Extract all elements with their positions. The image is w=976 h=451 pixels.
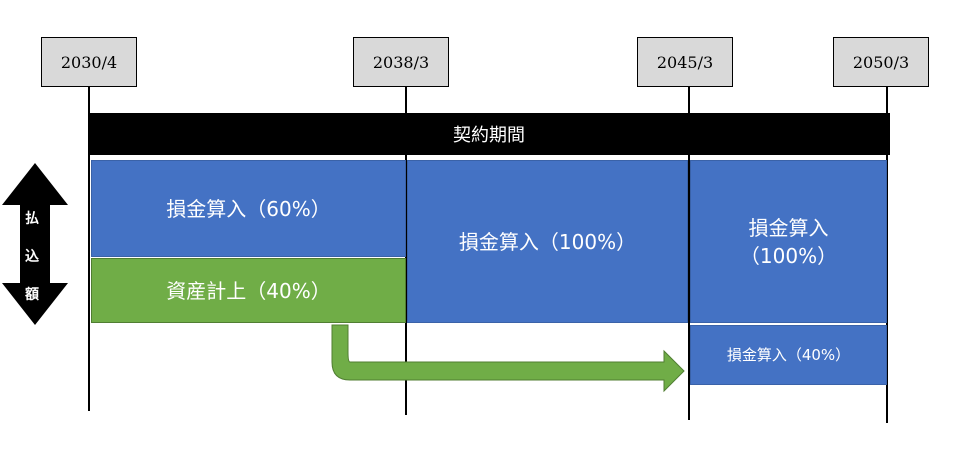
expense-100-label-b-line1: 損金算入: [748, 215, 829, 240]
date-box-2050-3: 2050/3: [833, 37, 929, 87]
expense-100-label-a: 損金算入（100%）: [458, 229, 637, 254]
timeline-line-4: [886, 85, 888, 423]
timeline-line-3: [688, 85, 690, 420]
contract-period-bar: 契約期間: [88, 113, 890, 155]
payment-char-3: 額: [25, 287, 39, 303]
expense-40-label: 損金算入（40%）: [726, 345, 851, 364]
contract-period-label: 契約期間: [453, 125, 525, 146]
expense-100-block-b: 損金算入 （100%）: [690, 160, 887, 323]
transfer-arrow: [331, 324, 685, 393]
payment-double-arrow: [2, 163, 68, 325]
expense-100-block-a: 損金算入（100%）: [407, 160, 688, 323]
expense-100-label-b-line2: （100%）: [739, 243, 838, 268]
payment-amount-label: 払 込 額: [16, 200, 48, 314]
expense-40-block: 損金算入（40%）: [690, 325, 887, 385]
timeline-line-1: [88, 85, 90, 411]
expense-60-block: 損金算入（60%）: [91, 160, 406, 257]
asset-40-block: 資産計上（40%）: [91, 258, 406, 323]
date-box-2038-3: 2038/3: [353, 37, 449, 87]
asset-40-label: 資産計上（40%）: [166, 278, 331, 303]
timeline-line-2: [405, 85, 407, 415]
payment-char-1: 払: [25, 211, 39, 227]
date-box-2045-3: 2045/3: [637, 37, 733, 87]
expense-60-label: 損金算入（60%）: [166, 196, 331, 221]
date-box-2030-4: 2030/4: [41, 37, 137, 87]
payment-char-2: 込: [25, 249, 39, 265]
